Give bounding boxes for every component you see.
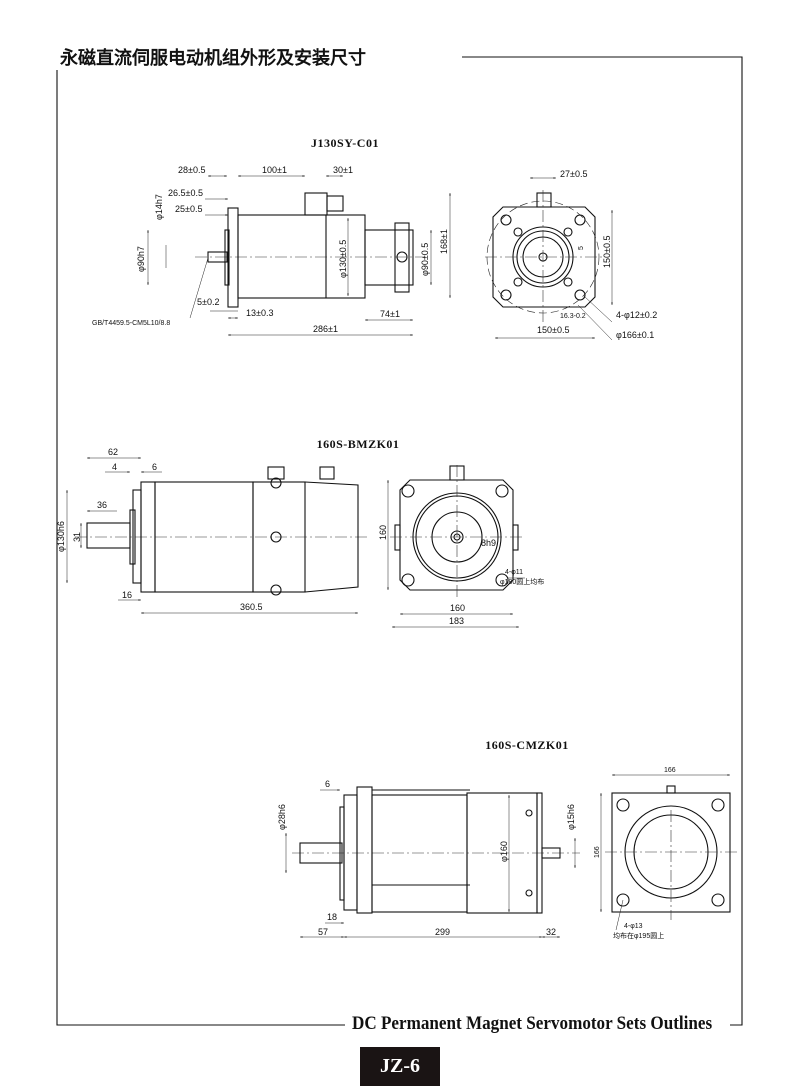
dim-label: φ28h6 — [277, 804, 287, 830]
end-view: 27±0.5 150±0.5 5 16.3-0.2 150±0.5 4-φ12±… — [485, 169, 657, 341]
dim-label: φ14h7 — [154, 194, 164, 220]
drawing-title: J130SY-C01 — [311, 136, 379, 150]
dim-label: 160 — [378, 525, 388, 540]
dim-label: 18 — [327, 912, 337, 922]
dim-label: 62 — [108, 447, 118, 457]
dim-label: φ90±0.5 — [420, 243, 430, 276]
dim-label: 5±0.2 — [197, 297, 219, 307]
dim-label: 6 — [325, 779, 330, 789]
dim-label: 286±1 — [313, 324, 338, 334]
dim-label: 31 — [72, 532, 82, 542]
dim-label: 100±1 — [262, 165, 287, 175]
dim-label: 74±1 — [380, 309, 400, 319]
dim-label: φ130h6 — [56, 521, 66, 552]
dim-label: 27±0.5 — [560, 169, 587, 179]
dim-label: 166 — [664, 767, 676, 774]
dim-label: 4-φ11 — [505, 569, 523, 576]
drawing-160s-cmzk01: 160S-CMZK01 6 φ28h6 φ160 φ15h6 18 57 — [277, 738, 740, 940]
dim-label: 166 — [594, 846, 601, 858]
dim-label: 均布在φ195圆上 — [613, 931, 664, 940]
dim-label: 6 — [152, 462, 157, 472]
page-title: 永磁直流伺服电动机组外形及安装尺寸 — [60, 48, 366, 69]
dim-label: 168±1 — [439, 229, 449, 254]
dim-label: 36 — [97, 500, 107, 510]
dim-label: 150±0.5 — [537, 325, 569, 335]
dim-label: 4-φ13 — [624, 923, 643, 930]
dim-label: φ90h7 — [136, 246, 146, 272]
dim-label: 360.5 — [240, 602, 263, 612]
dim-label: 32 — [546, 927, 556, 937]
dim-label: 25±0.5 — [175, 204, 202, 214]
dim-label: 30±1 — [333, 165, 353, 175]
drawing-title: 160S-BMZK01 — [317, 437, 400, 451]
dim-label: 160 — [450, 603, 465, 613]
dim-label: 8h9 — [481, 538, 496, 548]
dim-label: φ180圆上均布 — [500, 577, 544, 586]
end-view: 166 166 4-φ13 均布在φ195圆上 — [594, 767, 740, 940]
side-view: 62 4 6 36 31 φ130h6 16 360.5 — [56, 447, 370, 614]
dim-label: φ160 — [499, 841, 509, 862]
drawing-j130sy-c01: J130SY-C01 28±0.5 100±1 30±1 26.5±0.5 25… — [92, 136, 657, 341]
dim-label: 26.5±0.5 — [168, 188, 203, 198]
dim-label: 16.3-0.2 — [560, 313, 586, 320]
footer-title: DC Permanent Magnet Servomotor Sets Outl… — [352, 1013, 713, 1034]
end-view: 160 8h9 4-φ11 φ180圆上均布 160 183 — [378, 465, 544, 628]
side-view: 28±0.5 100±1 30±1 26.5±0.5 25±0.5 φ14h7 … — [92, 165, 451, 336]
dim-label: φ166±0.1 — [616, 330, 654, 340]
dim-label: 4-φ12±0.2 — [616, 310, 657, 320]
dim-label: 13±0.3 — [246, 308, 273, 318]
dim-label: 183 — [449, 616, 464, 626]
side-view: 6 φ28h6 φ160 φ15h6 18 57 299 32 — [277, 779, 580, 938]
dim-label: 150±0.5 — [602, 236, 612, 268]
dim-label: 28±0.5 — [178, 165, 205, 175]
dim-label: 57 — [318, 927, 328, 937]
dim-label: 5 — [578, 246, 585, 250]
page-code-badge: JZ-6 — [360, 1047, 440, 1086]
drawing-title: 160S-CMZK01 — [485, 738, 569, 752]
dim-label: 4 — [112, 462, 117, 472]
dim-label: 299 — [435, 927, 450, 937]
dim-label: φ15h6 — [566, 804, 576, 830]
drawing-160s-bmzk01: 160S-BMZK01 62 4 6 36 31 φ130h6 16 — [56, 437, 544, 628]
thread-spec-label: GB/T4459.5-CM5L10/8.8 — [92, 320, 170, 327]
page-frame — [56, 56, 743, 1026]
dim-label: φ130±0.5 — [338, 240, 348, 278]
dim-label: 16 — [122, 590, 132, 600]
